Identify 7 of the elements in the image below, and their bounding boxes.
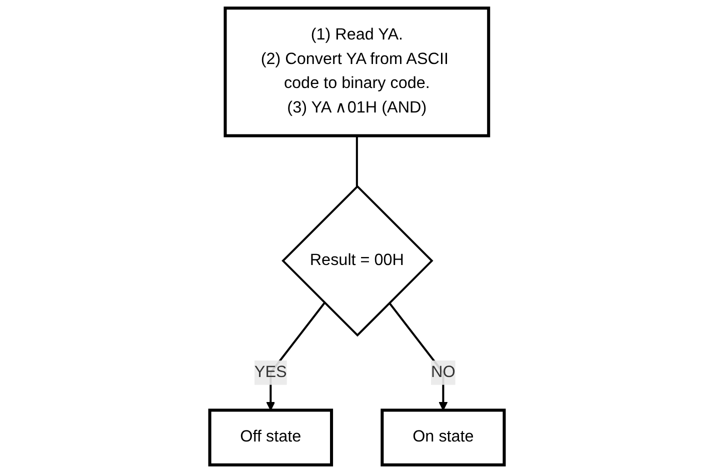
- node-box: Off state: [208, 408, 334, 466]
- edge-label: NO: [431, 364, 456, 381]
- node-diamond: Result = 00H: [282, 184, 434, 337]
- connector: [356, 136, 358, 186]
- node-box: On state: [380, 408, 506, 466]
- node-box: (1) Read YA. (2) Convert YA from ASCII code to binary code. (3) YA ∧01H (AND): [224, 6, 490, 138]
- edge-label: YES: [254, 364, 287, 381]
